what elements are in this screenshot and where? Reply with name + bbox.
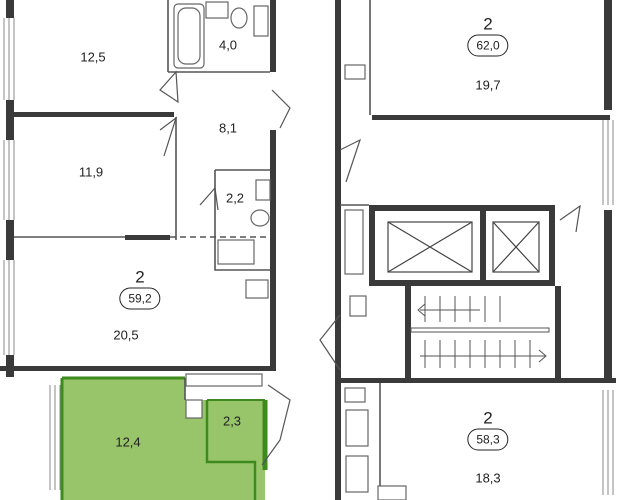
- highlighted-apartment-area[interactable]: [62, 378, 265, 500]
- room-area-left-bath: 4,0: [218, 37, 238, 53]
- room-count: 2: [483, 408, 493, 428]
- total-area: 58,3: [467, 428, 509, 451]
- room-area-left-middle: 11,9: [78, 164, 104, 180]
- partitions: [14, 0, 381, 500]
- room-area-right-top: 19,7: [475, 77, 501, 93]
- room-area-left-hall: 8,1: [218, 120, 238, 136]
- highlighted-apartment-walls: [60, 376, 268, 500]
- staircase: [410, 296, 550, 368]
- total-area: 59,2: [119, 287, 161, 310]
- fixtures: [173, 1, 407, 500]
- room-area-highlighted-room: 12,4: [115, 434, 141, 450]
- room-area-highlighted-bath: 2,3: [222, 413, 242, 429]
- windows: [3, 18, 614, 495]
- apartment-badge-right-top[interactable]: 2 62,0: [467, 14, 509, 57]
- doors: [159, 70, 581, 466]
- total-area: 62,0: [467, 34, 509, 57]
- room-count: 2: [135, 267, 145, 287]
- room-area-right-bottom: 18,3: [475, 470, 501, 486]
- apartment-badge-right-bottom[interactable]: 2 58,3: [467, 408, 509, 451]
- room-area-left-top: 12,5: [80, 49, 106, 65]
- elevator-shafts: [387, 221, 540, 273]
- room-area-left-living: 20,5: [113, 327, 139, 343]
- room-area-left-wc: 2,2: [225, 190, 245, 206]
- apartment-badge-left[interactable]: 2 59,2: [119, 267, 161, 310]
- room-count: 2: [483, 14, 493, 34]
